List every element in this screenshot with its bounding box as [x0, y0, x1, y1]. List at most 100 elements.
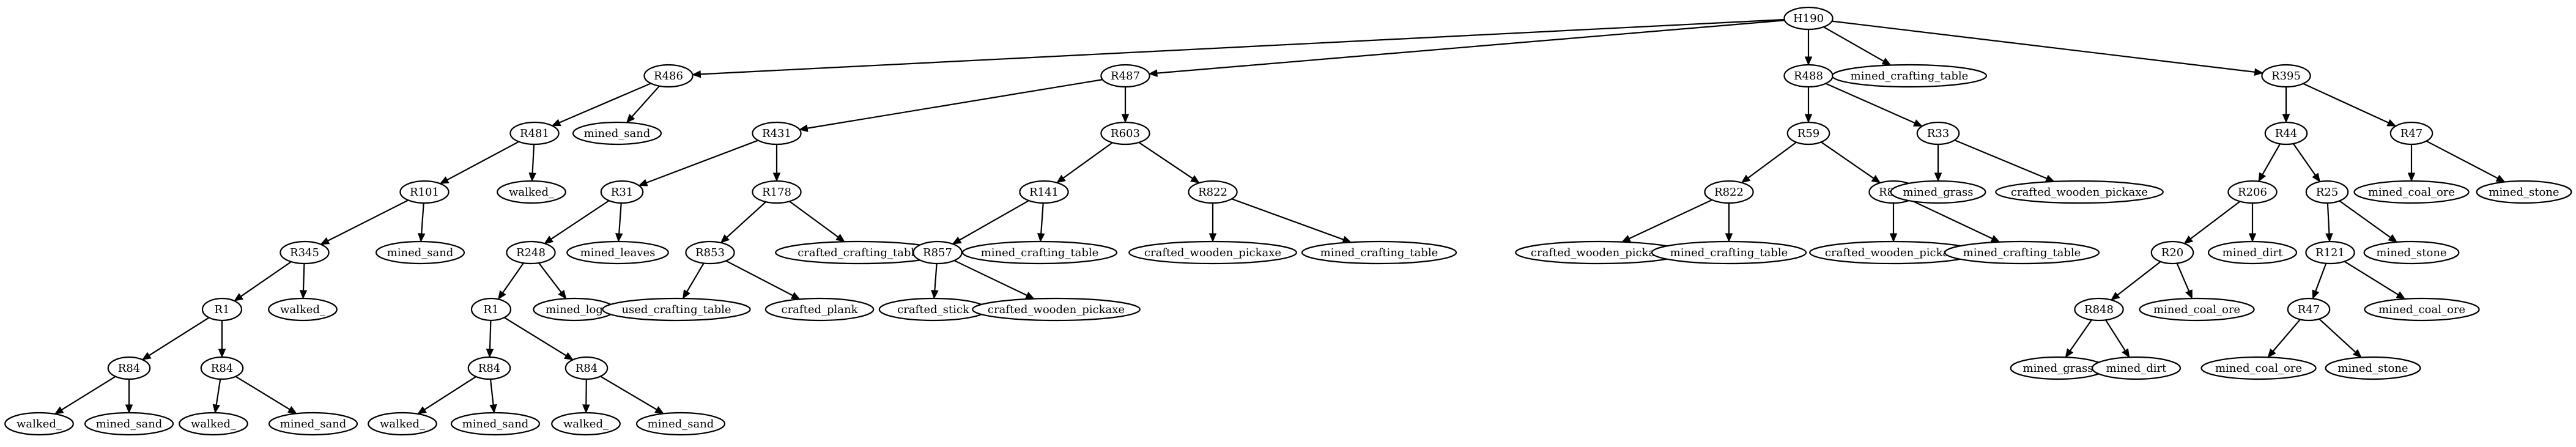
arrowhead-R84d-to-L_r84d_walked	[582, 404, 590, 414]
node-r248: R248	[506, 240, 556, 265]
node-l-r25-stone: mined_stone	[2363, 240, 2460, 265]
node-l-r857-stick: crafted_stick	[878, 297, 988, 322]
node-r44: R44	[2264, 121, 2308, 146]
arrowhead-R848-to-L_r848_dirt	[2122, 348, 2130, 358]
node-ellipse	[752, 121, 802, 146]
arrowhead-R822b-to-L_r822b_cwp	[1621, 235, 1631, 243]
node-label: mined_crafting_table	[1851, 70, 1969, 83]
arrowhead-R31-to-R248	[544, 235, 554, 244]
arrowhead-R20-to-R848	[2111, 292, 2120, 301]
edge-R20-to-R848	[2117, 261, 2161, 296]
node-ellipse	[2200, 356, 2317, 380]
edge-R395-to-R47a	[2303, 83, 2389, 124]
arrowhead-R101-to-L_r101_sand	[417, 233, 426, 243]
node-l-r84a-walked: walked_	[4, 412, 74, 436]
edge-R178-to-R853	[726, 201, 767, 238]
node-r25: R25	[2305, 180, 2349, 204]
edge-R47b-to-L_r47b_stone	[2319, 318, 2356, 353]
edge-R857-to-L_r857_stick	[934, 263, 938, 291]
arrowhead-R59-to-R822b	[1741, 174, 1751, 183]
node-label: R84	[211, 362, 233, 375]
node-label: mined_coal_ore	[2215, 362, 2302, 375]
node-ellipse	[200, 356, 244, 380]
node-label: mined_sand	[584, 127, 651, 140]
node-label: used_crafting_table	[621, 303, 731, 316]
arrowhead-R822c-to-L_r822c_mct	[1990, 235, 2000, 243]
node-l-r20-coal: mined_coal_ore	[2139, 297, 2255, 322]
node-ellipse	[506, 240, 556, 265]
node-ellipse	[685, 240, 735, 265]
node-r84d: R84	[564, 356, 609, 380]
node-r84c: R84	[467, 356, 511, 380]
edge-R603-to-R822a	[1138, 141, 1193, 179]
edge-R59-to-R822b	[1747, 141, 1797, 179]
node-label: mined_sand	[462, 418, 529, 430]
node-label: mined_dirt	[2223, 246, 2283, 259]
node-label: walked_	[380, 418, 425, 430]
node-label: mined_sand	[387, 246, 454, 259]
node-label: R822	[1714, 186, 1744, 199]
arrowhead-R603-to-R822a	[1190, 175, 1200, 183]
edge-R822b-to-L_r822b_cwp	[1629, 199, 1712, 240]
edge-R848-to-L_r848_grass	[2069, 319, 2092, 352]
edge-R603-to-R141	[1062, 142, 1113, 179]
arrowhead-R44-to-R25	[2312, 172, 2320, 183]
node-l-r486-sand: mined_sand	[572, 121, 662, 146]
node-l-r31-leaves: mined_leaves	[566, 240, 669, 265]
node-l-r84c-walked: walked_	[368, 412, 437, 436]
node-label: R84	[118, 362, 140, 375]
node-label: R31	[611, 186, 633, 199]
arrowhead-R1b-to-R84d	[563, 352, 574, 360]
edge-R486-to-R481	[559, 83, 651, 124]
node-label: mined_grass	[1903, 186, 1974, 199]
arrowhead-R47a-to-L_r47a_coal	[2407, 172, 2416, 182]
node-ellipse	[551, 412, 621, 436]
node-r488: R488	[1783, 64, 1834, 88]
node-ellipse	[497, 180, 566, 204]
node-r431: R431	[752, 121, 802, 146]
edge-R44-to-R25	[2292, 143, 2316, 176]
arrowhead-R33-to-L_r33_grass	[1934, 172, 1942, 182]
node-ellipse	[268, 297, 338, 322]
edge-R822c-to-L_r822c_mct	[1910, 199, 1993, 240]
node-ellipse	[399, 180, 450, 204]
node-l-r47a-stone: mined_stone	[2476, 180, 2572, 204]
arrowhead-R1a-to-R84b	[218, 349, 226, 358]
arrowhead-R20-to-L_r20_coal	[2185, 289, 2193, 300]
node-label: mined_stone	[2376, 246, 2446, 259]
edge-R20-to-L_r20_coal	[2176, 263, 2190, 292]
arrowhead-R47a-to-L_r47a_stone	[2495, 174, 2506, 183]
node-ellipse	[912, 240, 963, 265]
node-label: crafted_wooden_pickaxe	[1531, 246, 1668, 259]
edge-H190-to-L_h190_mct	[1823, 26, 1884, 62]
node-r1b: R1	[470, 297, 512, 322]
arrowhead-H190-to-R486	[692, 70, 701, 78]
node-label: R47	[2298, 303, 2320, 316]
node-l-r47a-coal: mined_coal_ore	[2353, 180, 2470, 204]
edge-H190-to-R486	[700, 18, 1785, 75]
arrowhead-R25-to-L_r25_stone	[2388, 234, 2398, 243]
arrowhead-R1a-to-R84a	[141, 352, 152, 360]
node-label: R481	[520, 127, 549, 140]
edge-R848-to-L_r848_dirt	[2105, 319, 2126, 351]
node-label: mined_crafting_table	[1963, 246, 2081, 259]
edge-R853-to-L_r853_uct	[686, 262, 705, 292]
arrowhead-R141-to-L_r141_mct	[1037, 233, 1045, 243]
node-label: crafted_crafting_table	[798, 246, 921, 259]
node-l-r822a-cwp: crafted_wooden_pickaxe	[1128, 240, 1297, 265]
node-label: R431	[762, 127, 791, 140]
node-l-r47b-stone: mined_stone	[2325, 356, 2421, 380]
edge-R431-to-R31	[646, 139, 758, 183]
arrowhead-R345-to-R1a	[234, 293, 243, 301]
arrowhead-R395-to-R47a	[2386, 119, 2397, 127]
arrowhead-R206-to-R20	[2183, 235, 2194, 245]
node-l-r848-dirt: mined_dirt	[2091, 356, 2182, 380]
node-ellipse	[2091, 356, 2182, 380]
node-r848: R848	[2074, 297, 2124, 322]
node-l-r848-grass: mined_grass	[2010, 356, 2106, 380]
node-ellipse	[2227, 180, 2278, 204]
node-label: mined_crafting_table	[1320, 246, 1438, 259]
node-r853: R853	[685, 240, 735, 265]
node-r1a: R1	[201, 297, 243, 322]
node-label: mined_crafting_table	[981, 246, 1099, 259]
